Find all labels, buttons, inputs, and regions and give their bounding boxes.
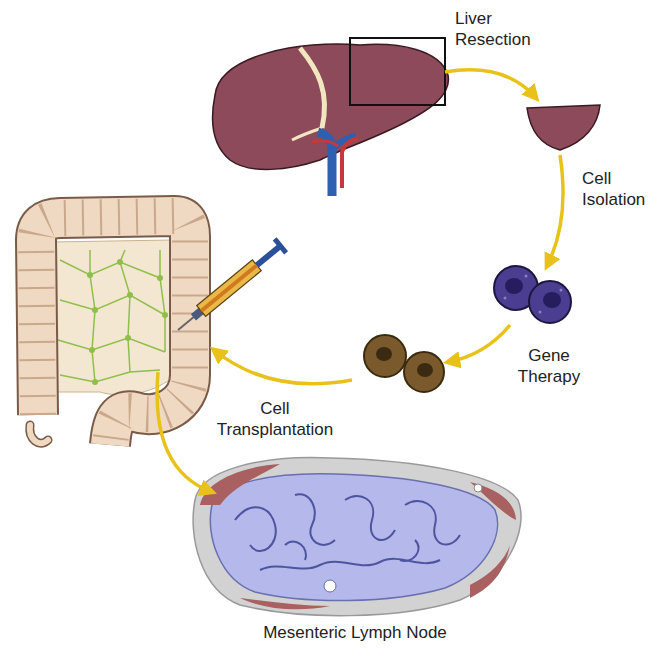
colon-part	[30, 425, 48, 443]
lymph-node-part	[474, 484, 482, 492]
colon-part	[36, 216, 190, 445]
colon-part	[52, 240, 172, 395]
colon-part-part	[162, 312, 168, 318]
isolated-cells-part	[560, 289, 563, 292]
colon-part-part	[58, 338, 165, 352]
liver-part	[342, 138, 358, 188]
cycle-arrows-part	[448, 325, 510, 362]
lymph-node-part	[470, 482, 516, 520]
isolated-cells-part	[504, 297, 507, 300]
syringe-part	[255, 244, 282, 268]
colon-part	[36, 216, 190, 445]
syringe-part	[178, 316, 195, 330]
liver-part	[292, 128, 322, 140]
lymph-node-part	[324, 580, 336, 592]
colon-part	[30, 425, 48, 443]
colon-part	[36, 216, 190, 445]
lymph-node-part-part	[235, 507, 276, 551]
step-label: Liver Resection	[455, 8, 547, 50]
lymph-node-part	[235, 494, 460, 570]
syringe-part	[200, 264, 258, 313]
lymph-node-part	[240, 598, 330, 609]
lymph-node-part	[193, 458, 521, 616]
isolated-cells-part	[525, 275, 528, 278]
liver-piece	[527, 105, 600, 150]
lymph-node	[193, 458, 521, 616]
modified-cells-part	[404, 352, 444, 392]
colon	[30, 216, 190, 445]
lymph-node-part-part	[405, 501, 460, 545]
colon-part-part	[92, 379, 98, 385]
lymph-node-part	[470, 545, 510, 598]
isolated-cells-part	[543, 292, 561, 308]
colon-part-part	[117, 259, 123, 265]
lymph-node-part	[210, 474, 497, 601]
colon-part-part	[127, 292, 133, 298]
step-label: Cell Isolation	[582, 168, 660, 210]
cycle-arrows-part	[157, 372, 212, 492]
colon-part-part	[157, 275, 163, 281]
colon-part	[58, 250, 165, 382]
colon-part-part	[90, 250, 95, 382]
syringe-part	[273, 237, 288, 254]
liver-part	[312, 141, 338, 146]
lymph-node-part-part	[285, 541, 306, 560]
step-label: Mesenteric Lymph Node	[263, 622, 447, 643]
modified-cells-part	[364, 335, 406, 377]
colon-part-part	[160, 250, 165, 352]
cycle-arrows-part	[445, 70, 536, 98]
syringe	[172, 237, 288, 337]
lymph-node-part-part	[400, 540, 419, 561]
colon-part-part	[125, 335, 131, 341]
isolated-cells-part	[505, 278, 523, 294]
colon-part-part	[120, 250, 130, 372]
lymph-node-part	[200, 464, 280, 505]
step-label: Gene Therapy	[508, 345, 590, 387]
liver-part	[300, 48, 325, 128]
syringe-part	[197, 260, 262, 317]
colon-part-part	[60, 260, 160, 278]
isolated-cells-part	[529, 281, 571, 323]
colon-part-part	[87, 272, 93, 278]
lymph-node-part-part	[345, 496, 395, 540]
step-label: Cell Transplantation	[205, 398, 345, 440]
modified-cells-part	[417, 363, 433, 377]
cycle-arrows-part	[214, 350, 352, 384]
colon-part-part	[89, 347, 95, 353]
modified-cells-part	[376, 347, 392, 361]
modified-cells	[364, 335, 444, 392]
colon-part-part	[60, 370, 160, 382]
cycle-arrows	[157, 70, 563, 492]
lymph-node-part-part	[295, 494, 335, 545]
isolated-cells	[494, 266, 571, 323]
isolated-cells-part	[539, 311, 542, 314]
lymph-node-part-part	[260, 559, 440, 570]
cycle-arrows-part	[547, 155, 563, 266]
liver-part	[350, 38, 445, 105]
colon-part-part	[92, 307, 98, 313]
liver	[213, 38, 449, 196]
colon-part-part	[60, 295, 165, 315]
colon-part	[87, 259, 168, 385]
